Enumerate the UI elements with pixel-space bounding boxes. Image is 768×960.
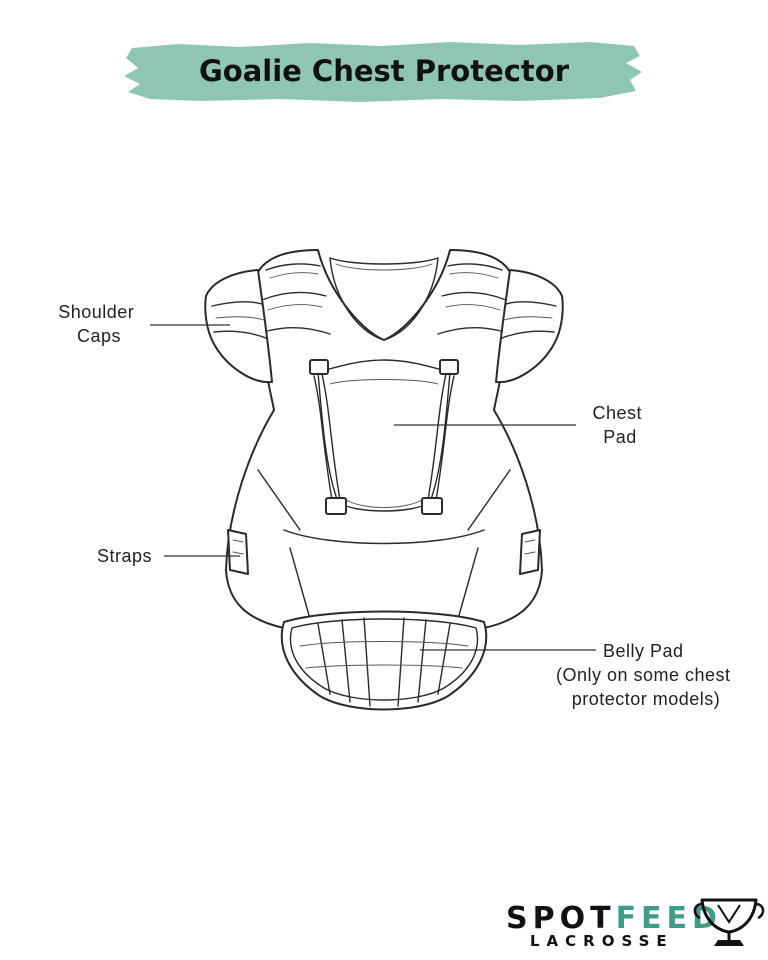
logo-subtitle: LACROSSE bbox=[530, 932, 674, 950]
center-chest-pad bbox=[317, 359, 451, 512]
logo-word-feed: FEED bbox=[616, 901, 722, 936]
chest-protector-illustration bbox=[204, 249, 564, 711]
right-shoulder-segments bbox=[437, 263, 507, 335]
leader-lines bbox=[150, 324, 596, 651]
spotfeed-lacrosse-logo: SPOTFEED LACROSSE bbox=[506, 898, 765, 950]
page-title: Goalie Chest Protector bbox=[199, 54, 570, 88]
harness-straps bbox=[309, 359, 459, 515]
brush-stroke-banner bbox=[124, 42, 642, 102]
left-shoulder-segments bbox=[261, 263, 331, 335]
label-straps: Straps bbox=[97, 546, 152, 566]
title-banner: Goalie Chest Protector bbox=[124, 42, 642, 102]
neck-facing bbox=[329, 257, 439, 341]
label-shoulder-caps: Shoulder Caps bbox=[58, 302, 140, 346]
right-side-strap bbox=[519, 529, 541, 575]
logo-wordmark: SPOTFEED bbox=[506, 901, 722, 936]
label-chest-pad: Chest Pad bbox=[592, 403, 647, 447]
label-belly-pad: Belly Pad (Only on some chest protector … bbox=[556, 641, 736, 709]
left-shoulder-cap bbox=[204, 269, 273, 384]
left-side-strap bbox=[227, 529, 249, 575]
main-body bbox=[225, 249, 543, 629]
right-shoulder-cap bbox=[495, 269, 564, 384]
callout-labels: Shoulder Caps Chest Pad Straps Belly Pad… bbox=[58, 302, 736, 709]
belly-pad-ribs bbox=[299, 617, 469, 707]
trophy-icon bbox=[693, 898, 765, 946]
logo-word-spot: SPOT bbox=[506, 901, 616, 936]
belly-pad bbox=[280, 610, 488, 711]
